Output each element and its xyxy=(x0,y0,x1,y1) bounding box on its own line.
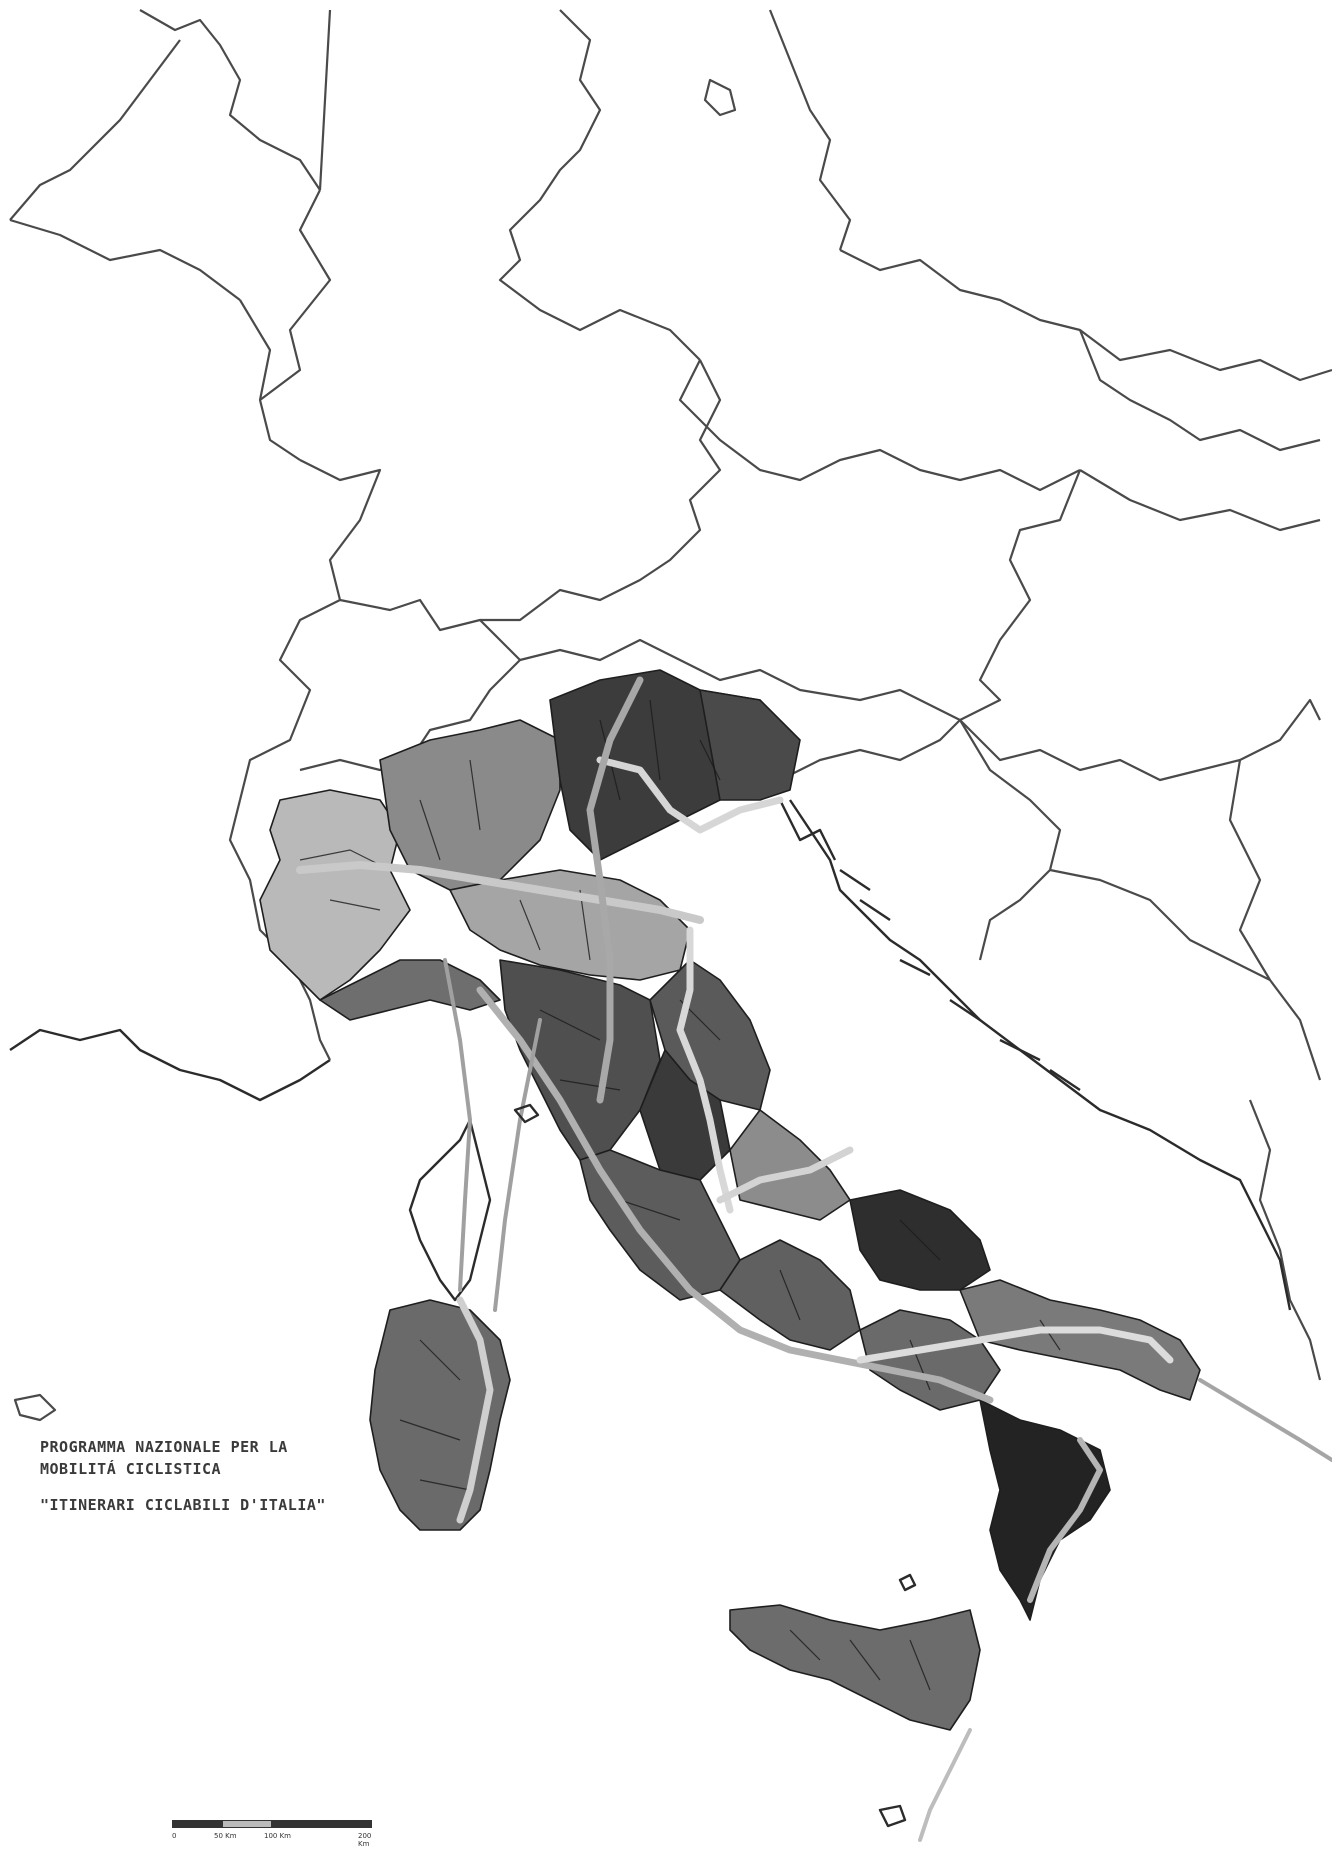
border-dutch-coast xyxy=(9,39,181,221)
border-austria-south xyxy=(519,638,961,721)
scale-label-0: 0 xyxy=(172,1832,177,1840)
route-messina xyxy=(918,1728,972,1842)
region-sardegna xyxy=(369,1299,511,1531)
region-calabria xyxy=(979,1399,1111,1621)
corsica-outline xyxy=(408,1118,492,1302)
legend-title-line2: MOBILITÁ CICLISTICA xyxy=(40,1460,222,1478)
route-sardinia xyxy=(456,1296,494,1524)
france-south-coast xyxy=(9,1028,331,1102)
scale-label-100: 100 Km xyxy=(264,1832,291,1840)
legend-subtitle: "ITINERARI CICLABILI D'ITALIA" xyxy=(40,1496,326,1514)
border-luxembourg xyxy=(239,299,272,401)
route-ferry-sardinia xyxy=(493,1018,542,1312)
border-france-switzerland xyxy=(238,459,382,801)
region-emilia-romagna xyxy=(449,869,691,981)
route-apennine xyxy=(716,1146,854,1204)
scale-segment-1 xyxy=(172,1820,222,1828)
border-hungary-south xyxy=(959,698,1321,782)
border-slovakia xyxy=(1079,469,1321,532)
border-poland-south xyxy=(1078,329,1321,452)
border-albania xyxy=(1248,1099,1322,1381)
country-borders xyxy=(9,9,1332,1422)
lipari-outline xyxy=(898,1573,917,1592)
scale-label-200: 200 Km xyxy=(358,1832,372,1848)
region-abruzzo xyxy=(729,1109,851,1221)
small-islands xyxy=(513,1103,917,1828)
route-alpine xyxy=(596,756,784,834)
croatia-coast xyxy=(789,799,1292,1311)
route-po-valley xyxy=(296,861,704,924)
border-balkans xyxy=(1228,759,1322,1081)
italy-regions xyxy=(259,669,1201,1731)
route-brenner-south xyxy=(586,676,644,1104)
border-austria-hungary xyxy=(959,469,1082,721)
scale-bar: 0 50 Km 100 Km 200 Km xyxy=(172,1820,372,1848)
region-sicilia xyxy=(729,1604,981,1731)
region-basilicata xyxy=(859,1309,1001,1411)
route-calabria xyxy=(1027,1437,1103,1603)
border-germany-west xyxy=(258,9,332,461)
border-czech xyxy=(839,249,1332,382)
route-ionian xyxy=(1198,1378,1332,1462)
province-lines xyxy=(299,699,1061,1691)
scale-segment-3 xyxy=(272,1820,372,1828)
scale-segment-2 xyxy=(222,1820,272,1828)
border-germany-east xyxy=(498,9,701,361)
lake-outline xyxy=(703,78,737,117)
route-tyrrhenian xyxy=(476,986,994,1404)
legend-title-line1: PROGRAMMA NAZIONALE PER LA xyxy=(40,1438,288,1456)
border-czech-south xyxy=(678,359,1081,492)
cycle-routes xyxy=(296,676,1332,1842)
border-germany-poland xyxy=(768,9,852,251)
route-adriatic xyxy=(676,926,734,1214)
istria xyxy=(778,799,837,861)
region-puglia-south xyxy=(959,1279,1201,1401)
border-slovenia xyxy=(779,719,961,781)
border-croatia xyxy=(959,719,1062,961)
border-belgium xyxy=(9,218,241,301)
balearic-outline xyxy=(13,1393,57,1422)
elba-outline xyxy=(513,1103,540,1124)
border-netherlands xyxy=(139,9,321,191)
region-friuli xyxy=(699,689,801,801)
malta-outline xyxy=(878,1804,907,1828)
border-germany-austria xyxy=(480,359,722,622)
map-legend: PROGRAMMA NAZIONALE PER LA MOBILITÁ CICL… xyxy=(40,1436,380,1516)
region-lombardia xyxy=(379,719,561,891)
route-puglia xyxy=(856,1326,1174,1364)
route-ferry-corsica xyxy=(443,958,472,1292)
border-bosnia xyxy=(1049,868,1271,981)
croatian-islands xyxy=(839,869,1081,1091)
scale-label-50: 50 Km xyxy=(214,1832,237,1840)
